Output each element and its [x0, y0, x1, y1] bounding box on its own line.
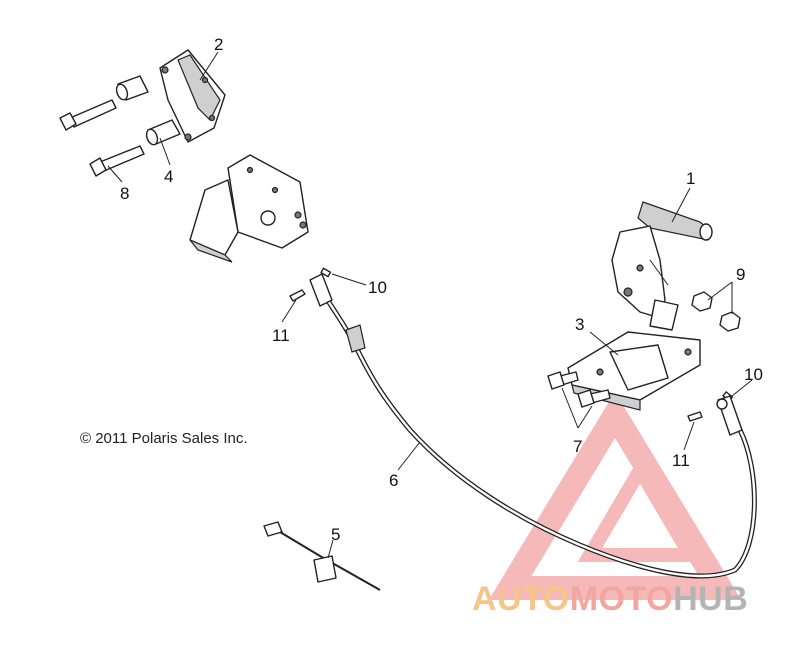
- callout-8: 8: [120, 184, 129, 203]
- pin-part-11-upper: [289, 289, 306, 302]
- brake-lever-part-1: [611, 201, 713, 331]
- leader-lines: [107, 51, 753, 559]
- callout-4: 4: [164, 167, 173, 186]
- watermark-moto: MOTO: [569, 580, 674, 618]
- watermark-brand: AUTOMOTOHUB: [472, 580, 748, 619]
- callout-10-upper: 10: [368, 278, 387, 297]
- copyright-notice: © 2011 Polaris Sales Inc.: [80, 430, 248, 447]
- callout-1: 1: [686, 169, 695, 188]
- watermark-auto: AUTO: [472, 580, 570, 618]
- callout-9: 9: [736, 265, 745, 284]
- bolt-part-8: [59, 99, 145, 177]
- callout-11-upper: 11: [272, 326, 290, 345]
- callout-11-lower: 11: [672, 451, 690, 470]
- cable-tie-part-5: [263, 521, 381, 591]
- sleeve-part-4: [115, 75, 181, 146]
- callout-3: 3: [575, 315, 584, 334]
- callout-7: 7: [573, 437, 582, 456]
- hinge-bracket-part-2: [159, 49, 226, 143]
- nut-part-9: [691, 291, 741, 332]
- callout-5: 5: [331, 525, 340, 544]
- brake-cable-part-6: [309, 273, 757, 579]
- callout-2: 2: [214, 35, 223, 54]
- callout-labels: 1 2 3 4 5 6 7 8 9 10 10 11 11: [120, 35, 763, 544]
- callout-10-lower: 10: [744, 365, 763, 384]
- clip-part-10-upper: [320, 267, 332, 278]
- bolt-part-7: [547, 371, 611, 408]
- mounting-bracket: [189, 154, 309, 263]
- watermark-hub: HUB: [673, 580, 749, 618]
- watermark-logo-icon: [488, 391, 742, 600]
- pin-part-11-lower: [687, 411, 703, 422]
- callout-6: 6: [389, 471, 398, 490]
